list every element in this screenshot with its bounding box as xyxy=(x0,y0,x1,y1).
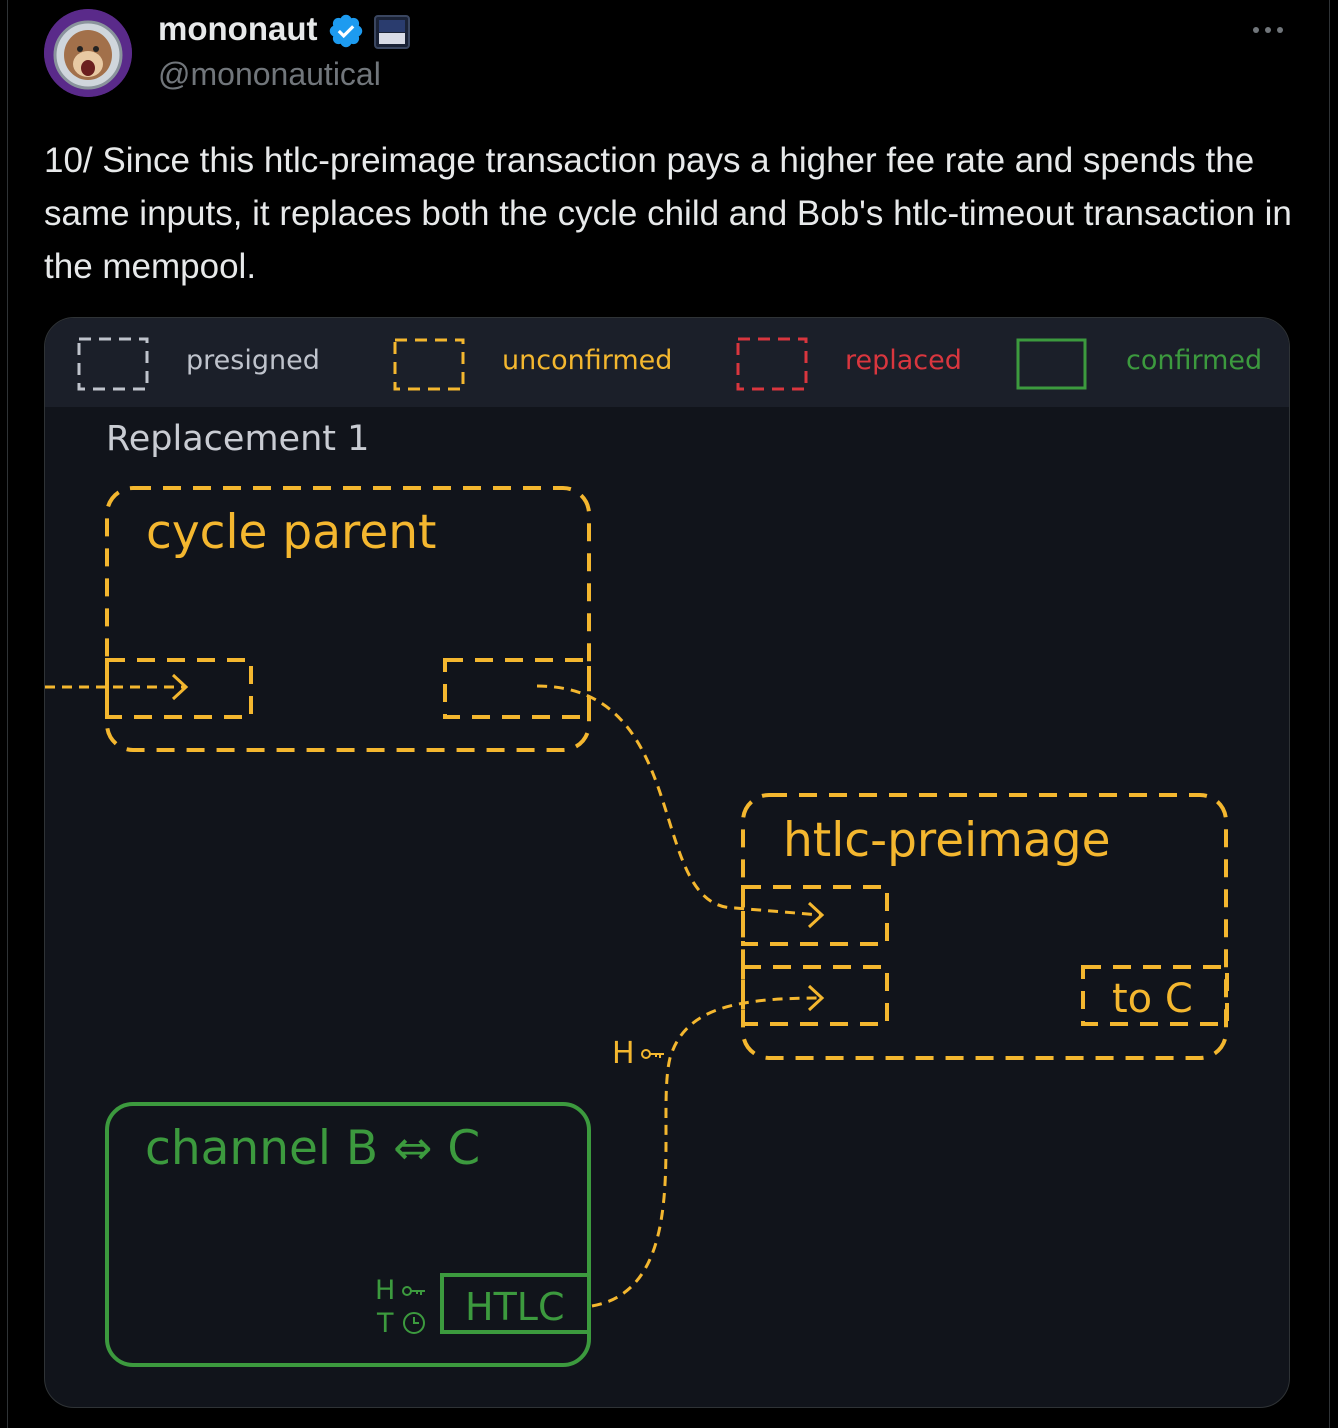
htlc-label: HTLC xyxy=(465,1285,565,1329)
affiliation-flag-icon[interactable] xyxy=(374,15,410,49)
to-c-output xyxy=(1081,965,1229,1026)
cycle-parent-output xyxy=(443,658,591,719)
tweet-image[interactable]: presigned unconfirmed replaced confirmed… xyxy=(44,317,1290,1408)
legend-swatch-presigned xyxy=(77,337,149,391)
htlc-preimage-label: htlc-preimage xyxy=(783,813,1111,868)
cycle-parent-label: cycle parent xyxy=(146,505,436,560)
legend-swatch-unconfirmed xyxy=(393,338,465,391)
spend-edge-htlc-to-preimage xyxy=(591,996,823,1308)
tweet-text: 10/ Since this htlc-preimage transaction… xyxy=(44,141,1292,286)
legend-label-presigned: presigned xyxy=(186,345,320,376)
legend-bar: presigned unconfirmed replaced confirmed xyxy=(45,318,1289,407)
key-icon xyxy=(641,1049,664,1059)
timeline-border-right xyxy=(1329,0,1330,1428)
htlc-preimage-input-1 xyxy=(741,885,889,946)
legend-label-confirmed: confirmed xyxy=(1126,345,1263,376)
avatar[interactable] xyxy=(44,9,132,97)
timeline-border-left xyxy=(7,0,8,1428)
diagram-title: Replacement 1 xyxy=(106,419,369,459)
to-c-label: to C xyxy=(1112,976,1193,1022)
legend-swatch-replaced xyxy=(736,337,808,391)
more-dots-icon[interactable] xyxy=(1250,20,1286,40)
legend-label-replaced: replaced xyxy=(845,345,962,376)
spend-edge-parent-to-preimage xyxy=(536,684,821,917)
author-name[interactable]: mononaut xyxy=(158,10,318,47)
key-icon xyxy=(402,1286,425,1296)
author-handle[interactable]: @mononautical xyxy=(158,56,381,92)
htlc-preimage-input-2 xyxy=(741,965,889,1026)
transaction-diagram: Replacement 1 cycle parent htlc-preimage… xyxy=(45,419,1229,1367)
htlc-output xyxy=(440,1273,591,1334)
cycle-parent-input xyxy=(105,658,253,719)
hash-label-preimage: H xyxy=(612,1036,635,1071)
cycle-parent-box xyxy=(105,486,591,752)
verified-badge-icon xyxy=(329,14,363,48)
htlc-hash-label: H xyxy=(375,1275,395,1306)
legend-swatch-confirmed xyxy=(1016,338,1087,390)
channel-box xyxy=(105,1102,591,1367)
clock-icon xyxy=(403,1312,425,1334)
htlc-timeout-label: T xyxy=(376,1308,394,1339)
legend-label-unconfirmed: unconfirmed xyxy=(502,345,673,376)
channel-label: channel B ⇔ C xyxy=(145,1121,480,1176)
